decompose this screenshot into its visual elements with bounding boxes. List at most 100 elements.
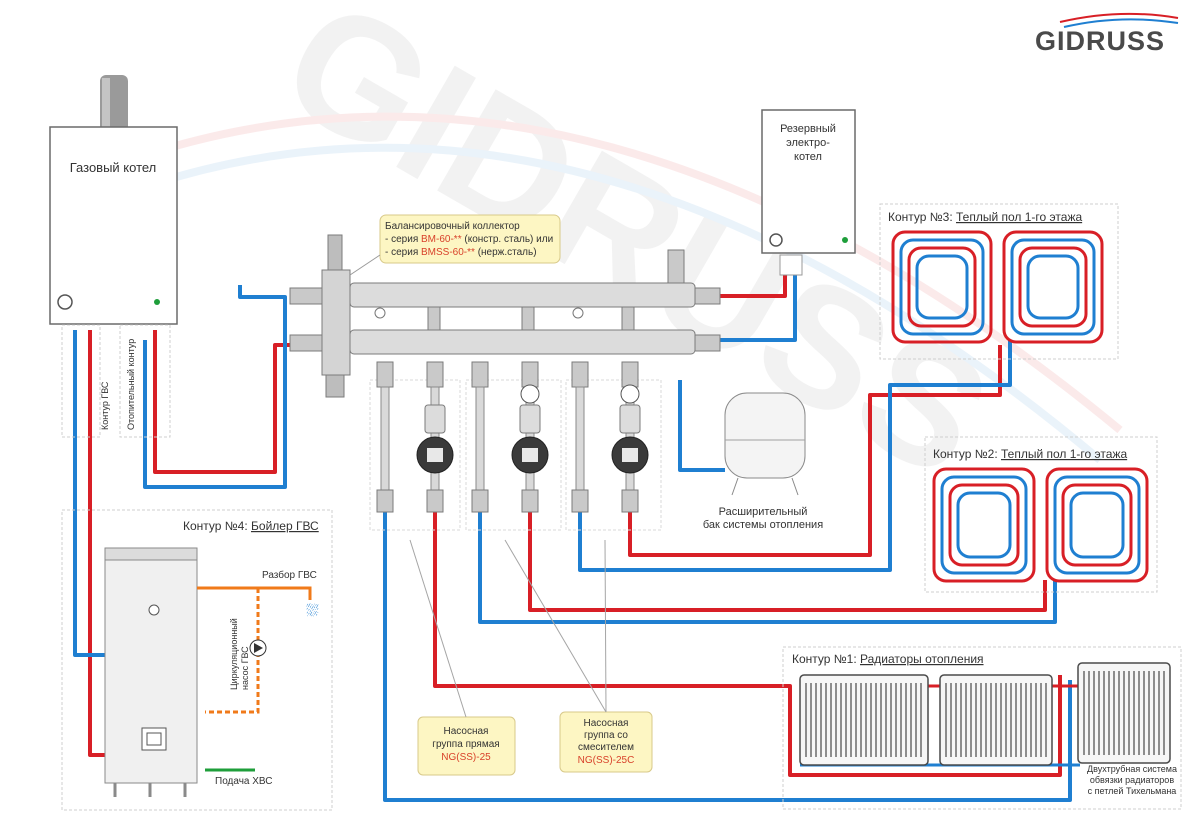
expansion-tank: Расширительный бак системы отопления [703,392,823,531]
backup-boiler-line1: Резервный [780,123,836,135]
pump-groups [369,361,662,531]
circuit3-return-pipe [578,340,1012,572]
backup-boiler-line3: котел [794,151,822,163]
gidruss-logo: GIDRUSS [1035,12,1179,56]
shower-icon: ⛆ [306,603,319,620]
circuit1-radiators: Контур №1: Радиаторы отопления Двухтрубн… [782,646,1182,810]
boiler-return-pipe [143,285,287,489]
dhw-supply-pipe [88,330,108,757]
expansion-tank-line1: Расширительный [719,506,808,518]
underfloor-coil [1002,230,1104,344]
dhw-return-pipe [73,330,108,657]
circulation-pump-icon [416,404,454,474]
backup-boiler-return-pipe [720,265,797,342]
circuit2-supply-pipe [528,505,1047,612]
underfloor-coil [1045,467,1149,583]
pump-column-pipe [376,361,394,513]
pump-column-pipe [571,361,589,513]
radiator-icon [1077,662,1171,764]
pump-mixer-line1: Насосная [584,718,629,729]
circuit2-floor-heating: Контур №2: Теплый пол 1-го этажа [924,436,1158,593]
pump-mixer-code: NG(SS)-25C [578,755,635,766]
gas-boiler-status-led-icon [154,299,160,305]
svg-text:- серия BM-60-** (констр. стал: - серия BM-60-** (констр. сталь) или [385,234,553,245]
underfloor-coil [891,230,993,344]
dhw-circ-pump-line1: Циркуляционный [229,618,239,690]
expansion-tank-line2: бак системы отопления [703,519,823,531]
balancing-collector [289,234,721,398]
circuit3-prefix: Контур №3: [888,210,956,224]
dhw-circ-pump-line2: насос ГВС [240,646,250,690]
collector-note-line2-prefix: - серия [385,234,421,245]
dhw-draw-off-label: Разбор ГВС [262,569,317,581]
pump-direct-line2: группа прямая [432,739,499,750]
underfloor-coil [932,467,1036,583]
circuit3-floor-heating: Контур №3: Теплый пол 1-го этажа [879,203,1119,360]
dhw-tank-gauge-icon [148,604,160,616]
gas-boiler-body [49,126,178,325]
radiator-icon [799,674,929,766]
boiler-supply-pipe [153,330,290,474]
logo-text: GIDRUSS [1035,26,1165,56]
collector-note-line3-code: BMSS-60-** [421,247,475,258]
mixing-valve-icon [520,384,540,404]
circuit1-name: Радиаторы отопления [860,652,984,666]
pump-mixer-line2: группа со [584,730,628,741]
mixing-valve-icon [620,384,640,404]
pipes [73,265,1080,802]
collector-return-bar [349,329,696,355]
collector-note-line1: Балансировочный коллектор [385,221,520,232]
collector-supply-bar [349,282,696,308]
radiator-icon [939,674,1053,766]
collector-note-line3-prefix: - серия [385,247,421,258]
circuit4-dhw-boiler: Контур №4: Бойлер ГВС ⛆ Разбор ГВС Подач… [61,509,333,811]
circuit4-name: Бойлер ГВС [251,519,319,533]
circuit2-return-pipe [478,505,1057,624]
watermark-text: GIDRUSS [253,0,1019,514]
backup-boiler-body [761,109,856,254]
backup-boiler-gauge-icon [769,233,783,247]
circuit4-prefix: Контур №4: [183,519,251,533]
pump-column-pipe [511,361,549,513]
radiator-note-line3: с петлей Тихельмана [1088,786,1177,796]
circuit2-name: Теплый пол 1-го этажа [1001,447,1127,461]
backup-boiler-status-led-icon [842,237,848,243]
collector-note-line2-suffix: (констр. сталь) или [462,234,554,245]
pump-direct-code: NG(SS)-25 [441,752,491,763]
pump-mixer-line3: смесителем [578,742,634,753]
pump-column-pipe [416,361,454,513]
dhw-circuit-label: Контур ГВС [100,381,110,430]
pump-column-pipe [471,361,489,513]
heating-circuit-label: Отопительный контур [126,339,136,430]
expansion-tank-body [724,392,806,479]
circuit1-prefix: Контур №1: [792,652,860,666]
backup-electric-boiler: Резервный электро- котел [761,109,856,276]
backup-boiler-line2: электро- [786,137,830,149]
circuit1-return-pipe [383,505,1072,802]
radiator-note-line2: обвязки радиаторов [1090,775,1174,785]
svg-text:- серия BMSS-60-** (нерж.сталь: - серия BMSS-60-** (нерж.сталь) [385,247,537,258]
radiator-note-line1: Двухтрубная система [1087,764,1177,774]
circuit2-prefix: Контур №2: [933,447,1001,461]
svg-text:Балансировочный коллектор: Балансировочный коллектор [385,221,520,232]
circuit1-supply-pipe [433,505,1062,777]
gas-boiler-gauge-icon [57,294,73,310]
pump-direct-line1: Насосная [444,726,489,737]
collector-note-line3-suffix: (нерж.сталь) [475,247,537,258]
expansion-tank-pipe [678,380,725,472]
pump-group-direct-note: Насосная группа прямая NG(SS)-25 [409,539,516,776]
circuit3-name: Теплый пол 1-го этажа [956,210,1082,224]
collector-note: Балансировочный коллектор - серия BM-60-… [349,214,561,276]
pump-column-pipe [611,361,649,513]
circulation-pump-icon [511,404,549,474]
pump-group-mixer-note: Насосная группа со смесителем NG(SS)-25C [504,539,653,773]
gas-boiler: Газовый котел Контур ГВС Отопительный ко… [49,75,178,438]
hydro-separator [321,269,351,376]
svg-text:Контур №2: Теплый пол 1-го эта: Контур №2: Теплый пол 1-го этажа [933,447,1127,461]
collector-note-line2-code: BM-60-** [421,234,462,245]
svg-text:Контур №3: Теплый пол 1-го эта: Контур №3: Теплый пол 1-го этажа [888,210,1082,224]
dhw-cold-supply-label: Подача ХВС [215,776,273,787]
svg-text:Контур №4: Бойлер ГВС: Контур №4: Бойлер ГВС [183,519,319,533]
